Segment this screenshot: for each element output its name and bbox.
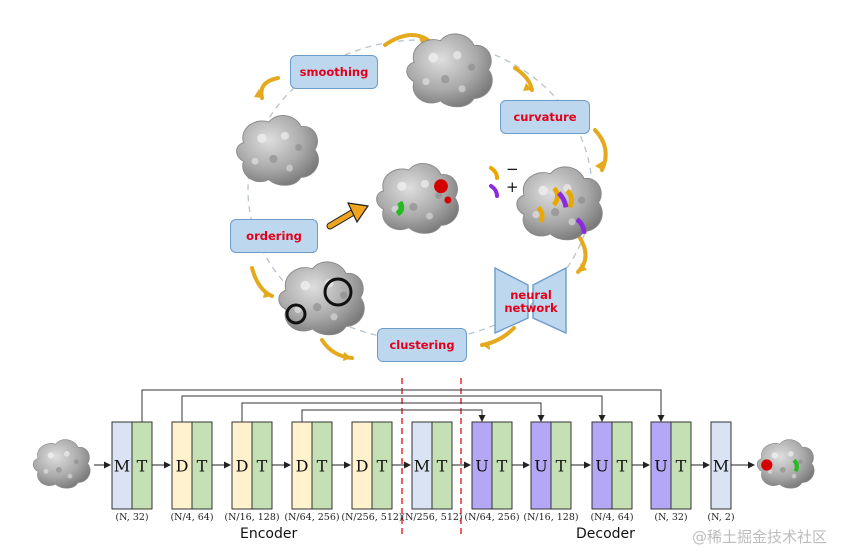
block-6-dims: (N/64, 256) <box>464 512 520 523</box>
minus-sign: − <box>506 160 519 178</box>
block-2-right-label: T <box>257 457 268 476</box>
block-9-left-label: U <box>654 457 667 476</box>
neural-network-left-trapezoid <box>494 266 529 335</box>
block-7-left-label: U <box>534 457 547 476</box>
block-6-left-label: U <box>475 457 488 476</box>
cluster-circle-small <box>285 303 307 325</box>
block-10-dims: (N, 2) <box>707 512 735 523</box>
decoder-label: Decoder <box>576 526 635 542</box>
block-4-left-label: D <box>356 457 369 476</box>
block-3-left-label: D <box>296 457 309 476</box>
input-protein <box>32 439 91 489</box>
skip-connection-3 <box>301 409 486 422</box>
skip-connection-2 <box>241 402 545 422</box>
block-5-dims: (N/256, 512) <box>401 512 463 523</box>
cycle-arrow-heads <box>254 37 603 361</box>
block-8-right-label: T <box>617 457 628 476</box>
block-6-right-label: T <box>497 457 508 476</box>
block-5-right-label: T <box>437 457 448 476</box>
block-0-right-label: T <box>137 457 148 476</box>
cluster-circle-large <box>323 277 353 307</box>
block-3-dims: (N/64, 256) <box>284 512 340 523</box>
protein-surface-smoothed <box>236 114 320 186</box>
output-protein <box>756 439 815 489</box>
block-1-right-label: T <box>197 457 208 476</box>
negative-curvature-mark <box>489 166 499 180</box>
block-8-dims: (N/4, 64) <box>590 512 634 523</box>
block-4-right-label: T <box>377 457 388 476</box>
block-0-dims: (N, 32) <box>115 512 149 523</box>
block-1-dims: (N/4, 64) <box>170 512 214 523</box>
positive-curvature-mark <box>489 184 499 198</box>
block-7-right-label: T <box>556 457 567 476</box>
block-7-dims: (N/16, 128) <box>523 512 579 523</box>
block-5-left-label: M <box>414 457 430 476</box>
block-0-left-label: M <box>114 457 130 476</box>
block-10-left-label: M <box>713 457 729 476</box>
plus-sign: + <box>506 178 519 196</box>
protein-surface-result <box>376 162 460 234</box>
block-4-dims: (N/256, 512) <box>341 512 403 523</box>
protein-surface-clustered <box>278 261 365 336</box>
skip-connection-0 <box>141 389 665 422</box>
clustering-label: clustering <box>377 328 467 362</box>
protein-surface-curvature <box>516 166 603 241</box>
block-1-left-label: D <box>176 457 189 476</box>
block-9-dims: (N, 32) <box>654 512 688 523</box>
block-2-dims: (N/16, 128) <box>224 512 280 523</box>
encoder-label: Encoder <box>240 526 298 542</box>
block-9-right-label: T <box>676 457 687 476</box>
block-3-right-label: T <box>317 457 328 476</box>
block-2-left-label: D <box>236 457 249 476</box>
curvature-label: curvature <box>500 100 590 134</box>
neural-network-label: neural network <box>504 288 558 315</box>
watermark: @稀土掘金技术社区 <box>691 528 827 546</box>
skip-connection-1 <box>181 395 606 422</box>
smoothing-label: smoothing <box>290 55 378 89</box>
ordering-label: ordering <box>230 219 318 253</box>
neural-network-right-trapezoid <box>532 266 567 335</box>
protein-surface-raw <box>406 33 493 108</box>
block-8-left-label: U <box>595 457 608 476</box>
